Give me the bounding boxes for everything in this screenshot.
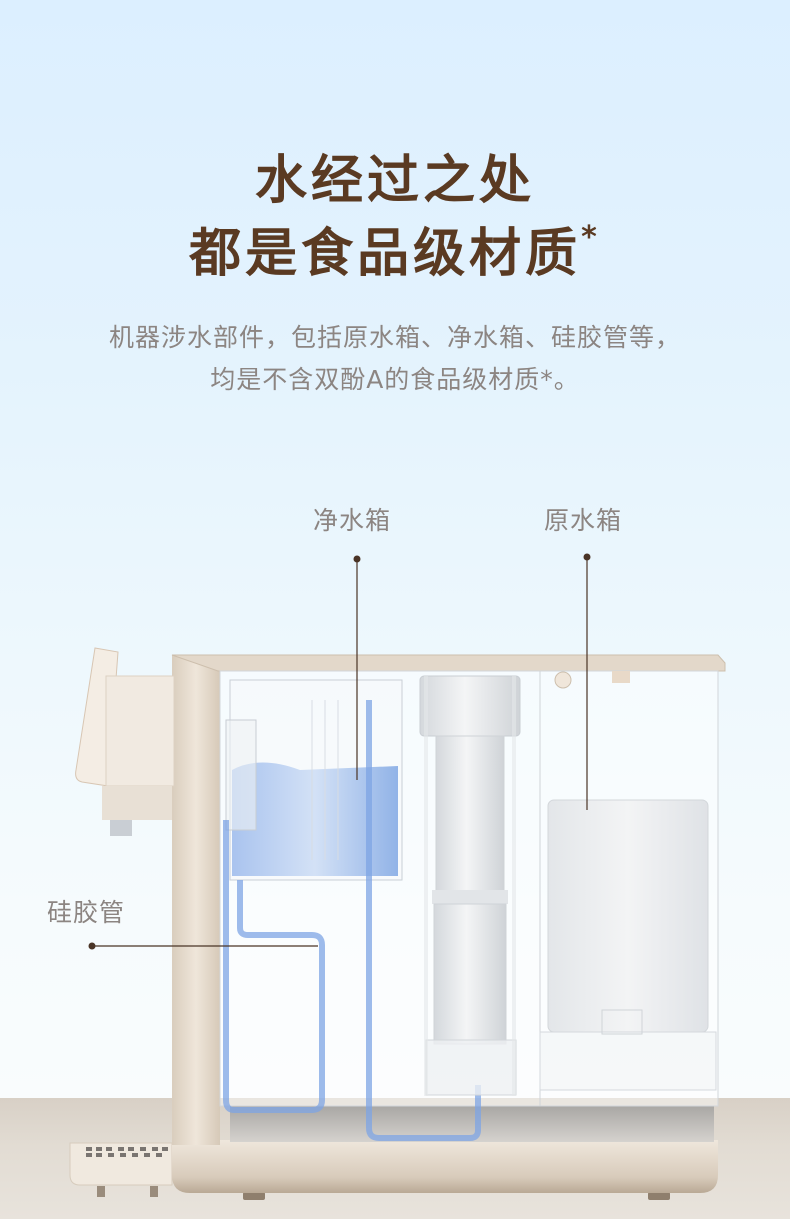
leader-line-pure-water-tank xyxy=(353,555,361,780)
subtitle-line-1: 机器涉水部件，包括原水箱、净水箱、硅胶管等， xyxy=(108,323,681,352)
leader-line-raw-water-tank xyxy=(583,553,591,810)
raw-water-tank xyxy=(539,799,717,1091)
label-pure-water-tank: 净水箱 xyxy=(313,506,392,535)
device-top-lid xyxy=(171,654,726,672)
silicone-tube-center xyxy=(366,700,481,1141)
device-feet xyxy=(97,1186,670,1200)
drip-tray xyxy=(69,1142,173,1186)
label-silicone-tube: 硅胶管 xyxy=(47,898,126,927)
device-left-pillar xyxy=(172,655,220,1145)
silicone-tube-left xyxy=(223,820,325,1113)
headline-line-2-text: 都是食品级材质 xyxy=(189,224,582,284)
headline-line-1: 水经过之处 xyxy=(0,155,790,207)
footnote-mark: * xyxy=(581,219,601,255)
lid-hook xyxy=(612,671,630,683)
label-raw-water-tank: 原水箱 xyxy=(544,506,623,535)
dispenser-head xyxy=(75,647,175,836)
headline-line-2: 都是食品级材质* xyxy=(0,222,790,280)
leader-line-silicone-tube xyxy=(88,942,318,950)
filter-cartridge xyxy=(419,675,521,1096)
headline-line-1-text: 水经过之处 xyxy=(254,151,535,211)
pure-water-tank xyxy=(225,679,403,881)
subtitle-line-2: 均是不含双酚A的食品级材质*。 xyxy=(210,365,580,394)
device-base xyxy=(172,1140,718,1193)
lid-pivot xyxy=(554,671,572,689)
